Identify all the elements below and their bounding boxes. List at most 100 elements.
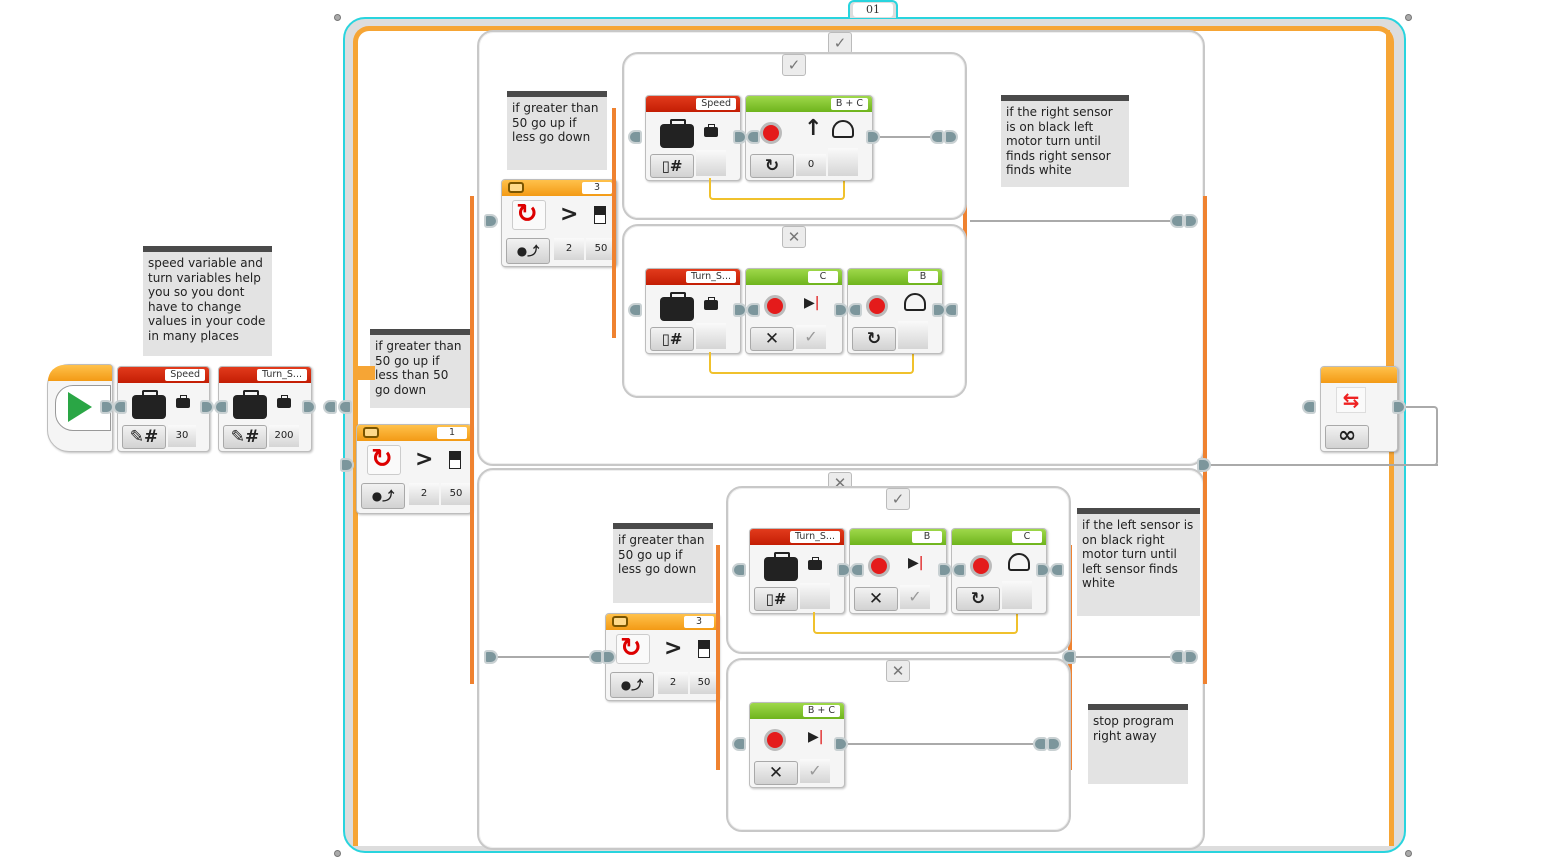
sequence-plug[interactable] [628,303,642,317]
resize-handle[interactable] [334,850,341,857]
loop-end-block[interactable]: ⇆ ∞ [1320,366,1398,452]
sequence-plug[interactable] [602,650,616,664]
switch-block-bottom[interactable]: 3 ↻ > ●⤴ 2 50 [605,613,719,701]
mode-selector-on[interactable]: ↻ [750,154,794,178]
compare-operator[interactable]: > [560,202,579,227]
mode-selector[interactable]: ●⤴ [506,238,550,264]
sequence-plug[interactable] [1197,458,1211,472]
variable-block-turn-speed-read[interactable]: Turn_S... ▯# [749,528,845,614]
sequence-plug[interactable] [938,563,952,577]
mode-selector-on[interactable]: ↻ [852,327,896,351]
switch-block-top[interactable]: 3 ↻ > ●⤴ 2 50 [501,179,617,267]
brake-input[interactable]: ✓ [800,759,830,783]
port-selector[interactable]: 1 [437,427,467,439]
sequence-plug[interactable] [866,130,880,144]
sequence-plug[interactable] [484,650,498,664]
comment-stop[interactable]: stop program right away [1088,704,1188,784]
sequence-plug[interactable] [834,737,848,751]
power-input[interactable] [898,321,928,349]
comment-left-sensor[interactable]: if the left sensor is on black right mot… [1077,508,1200,616]
sequence-plug[interactable] [214,400,228,414]
sequence-plug[interactable] [1047,737,1061,751]
value-input[interactable]: 200 [269,425,299,447]
port-selector[interactable]: C [1012,531,1042,543]
port-selector[interactable]: B + C [802,705,840,717]
compare-type-input[interactable]: 2 [409,483,439,505]
threshold-input[interactable]: 50 [441,483,471,505]
mode-selector-write-numeric[interactable]: ✎# [122,425,166,449]
sequence-plug[interactable] [1062,650,1076,664]
variable-block-speed-read[interactable]: Speed ▯# [645,95,741,181]
port-selector[interactable]: B + C [830,98,868,110]
sequence-plug[interactable] [323,400,337,414]
port-selector[interactable]: B [912,531,942,543]
sequence-plug[interactable] [746,130,760,144]
threshold-input[interactable]: 50 [690,672,718,694]
large-motor-block-b[interactable]: B ↻ [847,268,943,354]
mode-selector-read-numeric[interactable]: ▯# [650,154,694,178]
cross-icon[interactable]: ✕ [886,660,910,682]
mode-selector-off[interactable]: ✕ [750,327,794,351]
mode-selector-write-numeric[interactable]: ✎# [223,425,267,449]
sequence-plug[interactable] [837,563,851,577]
sequence-plug[interactable] [834,303,848,317]
variable-name[interactable]: Turn_S... [686,271,736,283]
mode-selector[interactable]: ●⤴ [361,483,405,509]
cross-icon[interactable]: ✕ [782,226,806,248]
move-steering-block-stop[interactable]: B + C ▶| ✕ ✓ [749,702,845,788]
brake-input[interactable]: ✓ [796,325,826,349]
output-value[interactable] [800,583,830,609]
sequence-plug[interactable] [1170,650,1184,664]
comment-top-switch[interactable]: if greater than 50 go up if less go down [507,91,607,170]
port-selector[interactable]: 3 [684,616,714,628]
comment-outer-switch[interactable]: if greater than 50 go up if less than 50… [370,329,470,408]
sequence-plug[interactable] [930,130,944,144]
variable-name[interactable]: Speed [696,98,736,110]
sequence-plug[interactable] [732,737,746,751]
sequence-plug[interactable] [1392,400,1406,414]
sequence-plug[interactable] [100,400,114,414]
resize-handle[interactable] [1405,850,1412,857]
output-value[interactable] [696,323,726,349]
variable-name[interactable]: Turn_S... [790,531,840,543]
comment-variables[interactable]: speed variable and turn variables help y… [143,246,272,356]
sequence-plug[interactable] [732,563,746,577]
mode-selector-off[interactable]: ✕ [854,587,898,611]
loop-mode-selector-infinity[interactable]: ∞ [1325,425,1369,449]
compare-operator[interactable]: > [415,447,434,472]
power-input[interactable] [1002,581,1032,609]
large-motor-block-b[interactable]: B ▶| ✕ ✓ [849,528,947,614]
sequence-plug[interactable] [1033,737,1047,751]
sequence-plug[interactable] [1184,650,1198,664]
sequence-plug[interactable] [944,303,958,317]
play-icon[interactable] [68,392,92,422]
sequence-plug[interactable] [484,214,498,228]
loop-name-tab[interactable]: 01 [848,0,898,18]
resize-handle[interactable] [334,14,341,21]
sequence-plug[interactable] [1184,214,1198,228]
sequence-plug[interactable] [628,130,642,144]
loop-name[interactable]: 01 [853,3,893,17]
output-value[interactable] [696,150,726,176]
sequence-plug[interactable] [1302,400,1316,414]
sequence-plug[interactable] [733,130,747,144]
power-input[interactable] [828,148,858,176]
sequence-plug[interactable] [733,303,747,317]
large-motor-block-c[interactable]: C ↻ [951,528,1047,614]
sequence-plug[interactable] [302,400,316,414]
compare-operator[interactable]: > [664,636,683,661]
check-icon[interactable]: ✓ [886,488,910,510]
large-motor-block-c[interactable]: C ▶| ✕ ✓ [745,268,843,354]
mode-selector[interactable]: ●⤴ [610,672,654,698]
sequence-plug[interactable] [113,400,127,414]
switch-block-outer[interactable]: 1 ↻ > ●⤴ 2 50 [356,424,472,514]
threshold-input[interactable]: 50 [586,238,616,260]
sequence-plug[interactable] [850,563,864,577]
check-icon[interactable]: ✓ [828,32,852,54]
sequence-plug[interactable] [944,130,958,144]
sequence-plug[interactable] [1170,214,1184,228]
sequence-plug[interactable] [952,563,966,577]
sequence-plug[interactable] [1050,563,1064,577]
move-steering-block[interactable]: B + C ↑ ↻ 0 [745,95,873,181]
port-selector[interactable]: C [808,271,838,283]
